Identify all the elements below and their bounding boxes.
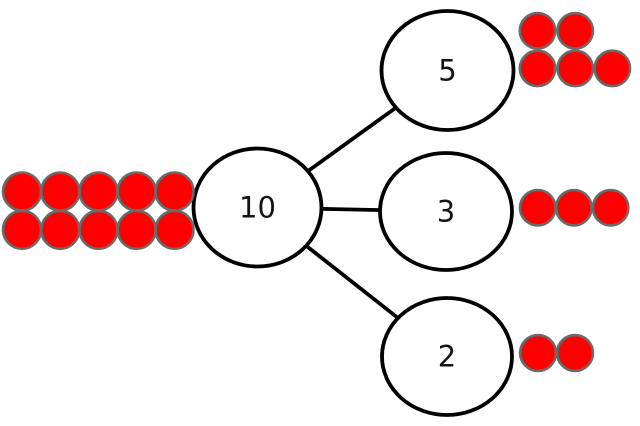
counters-5-dot <box>556 11 595 50</box>
counters-2-dot <box>555 333 595 373</box>
node-part-2-circle <box>380 296 514 417</box>
counters-3-dot <box>554 188 593 227</box>
counters-10-dot <box>154 209 195 251</box>
counters-10-dot <box>78 209 119 251</box>
counters-10-dot <box>78 171 119 212</box>
counters-10-dot <box>116 209 157 251</box>
counters-10-dot <box>116 171 157 212</box>
node-part-3-label: 3 <box>437 195 455 229</box>
counters-3-dot <box>591 188 630 227</box>
counters-5-dot <box>593 49 632 88</box>
counters-2-dot <box>518 333 558 373</box>
counters-10-dot <box>1 171 43 212</box>
counters-10-dot <box>39 209 81 251</box>
node-part-3-circle <box>378 151 514 272</box>
node-whole-10-circle <box>191 146 324 269</box>
counters-5-dot <box>518 11 557 50</box>
node-part-2-label: 2 <box>438 340 456 374</box>
node-part-5-label: 5 <box>438 54 456 88</box>
counters-5-dot <box>556 49 595 88</box>
counters-10-dot <box>39 171 81 212</box>
node-part-5-circle <box>379 9 516 132</box>
counters-10-dot <box>154 171 195 212</box>
node-whole-10-label: 10 <box>239 191 276 225</box>
counters-10-dot <box>1 209 43 251</box>
counters-5-dot <box>518 49 557 88</box>
counters-3-dot <box>518 188 557 227</box>
